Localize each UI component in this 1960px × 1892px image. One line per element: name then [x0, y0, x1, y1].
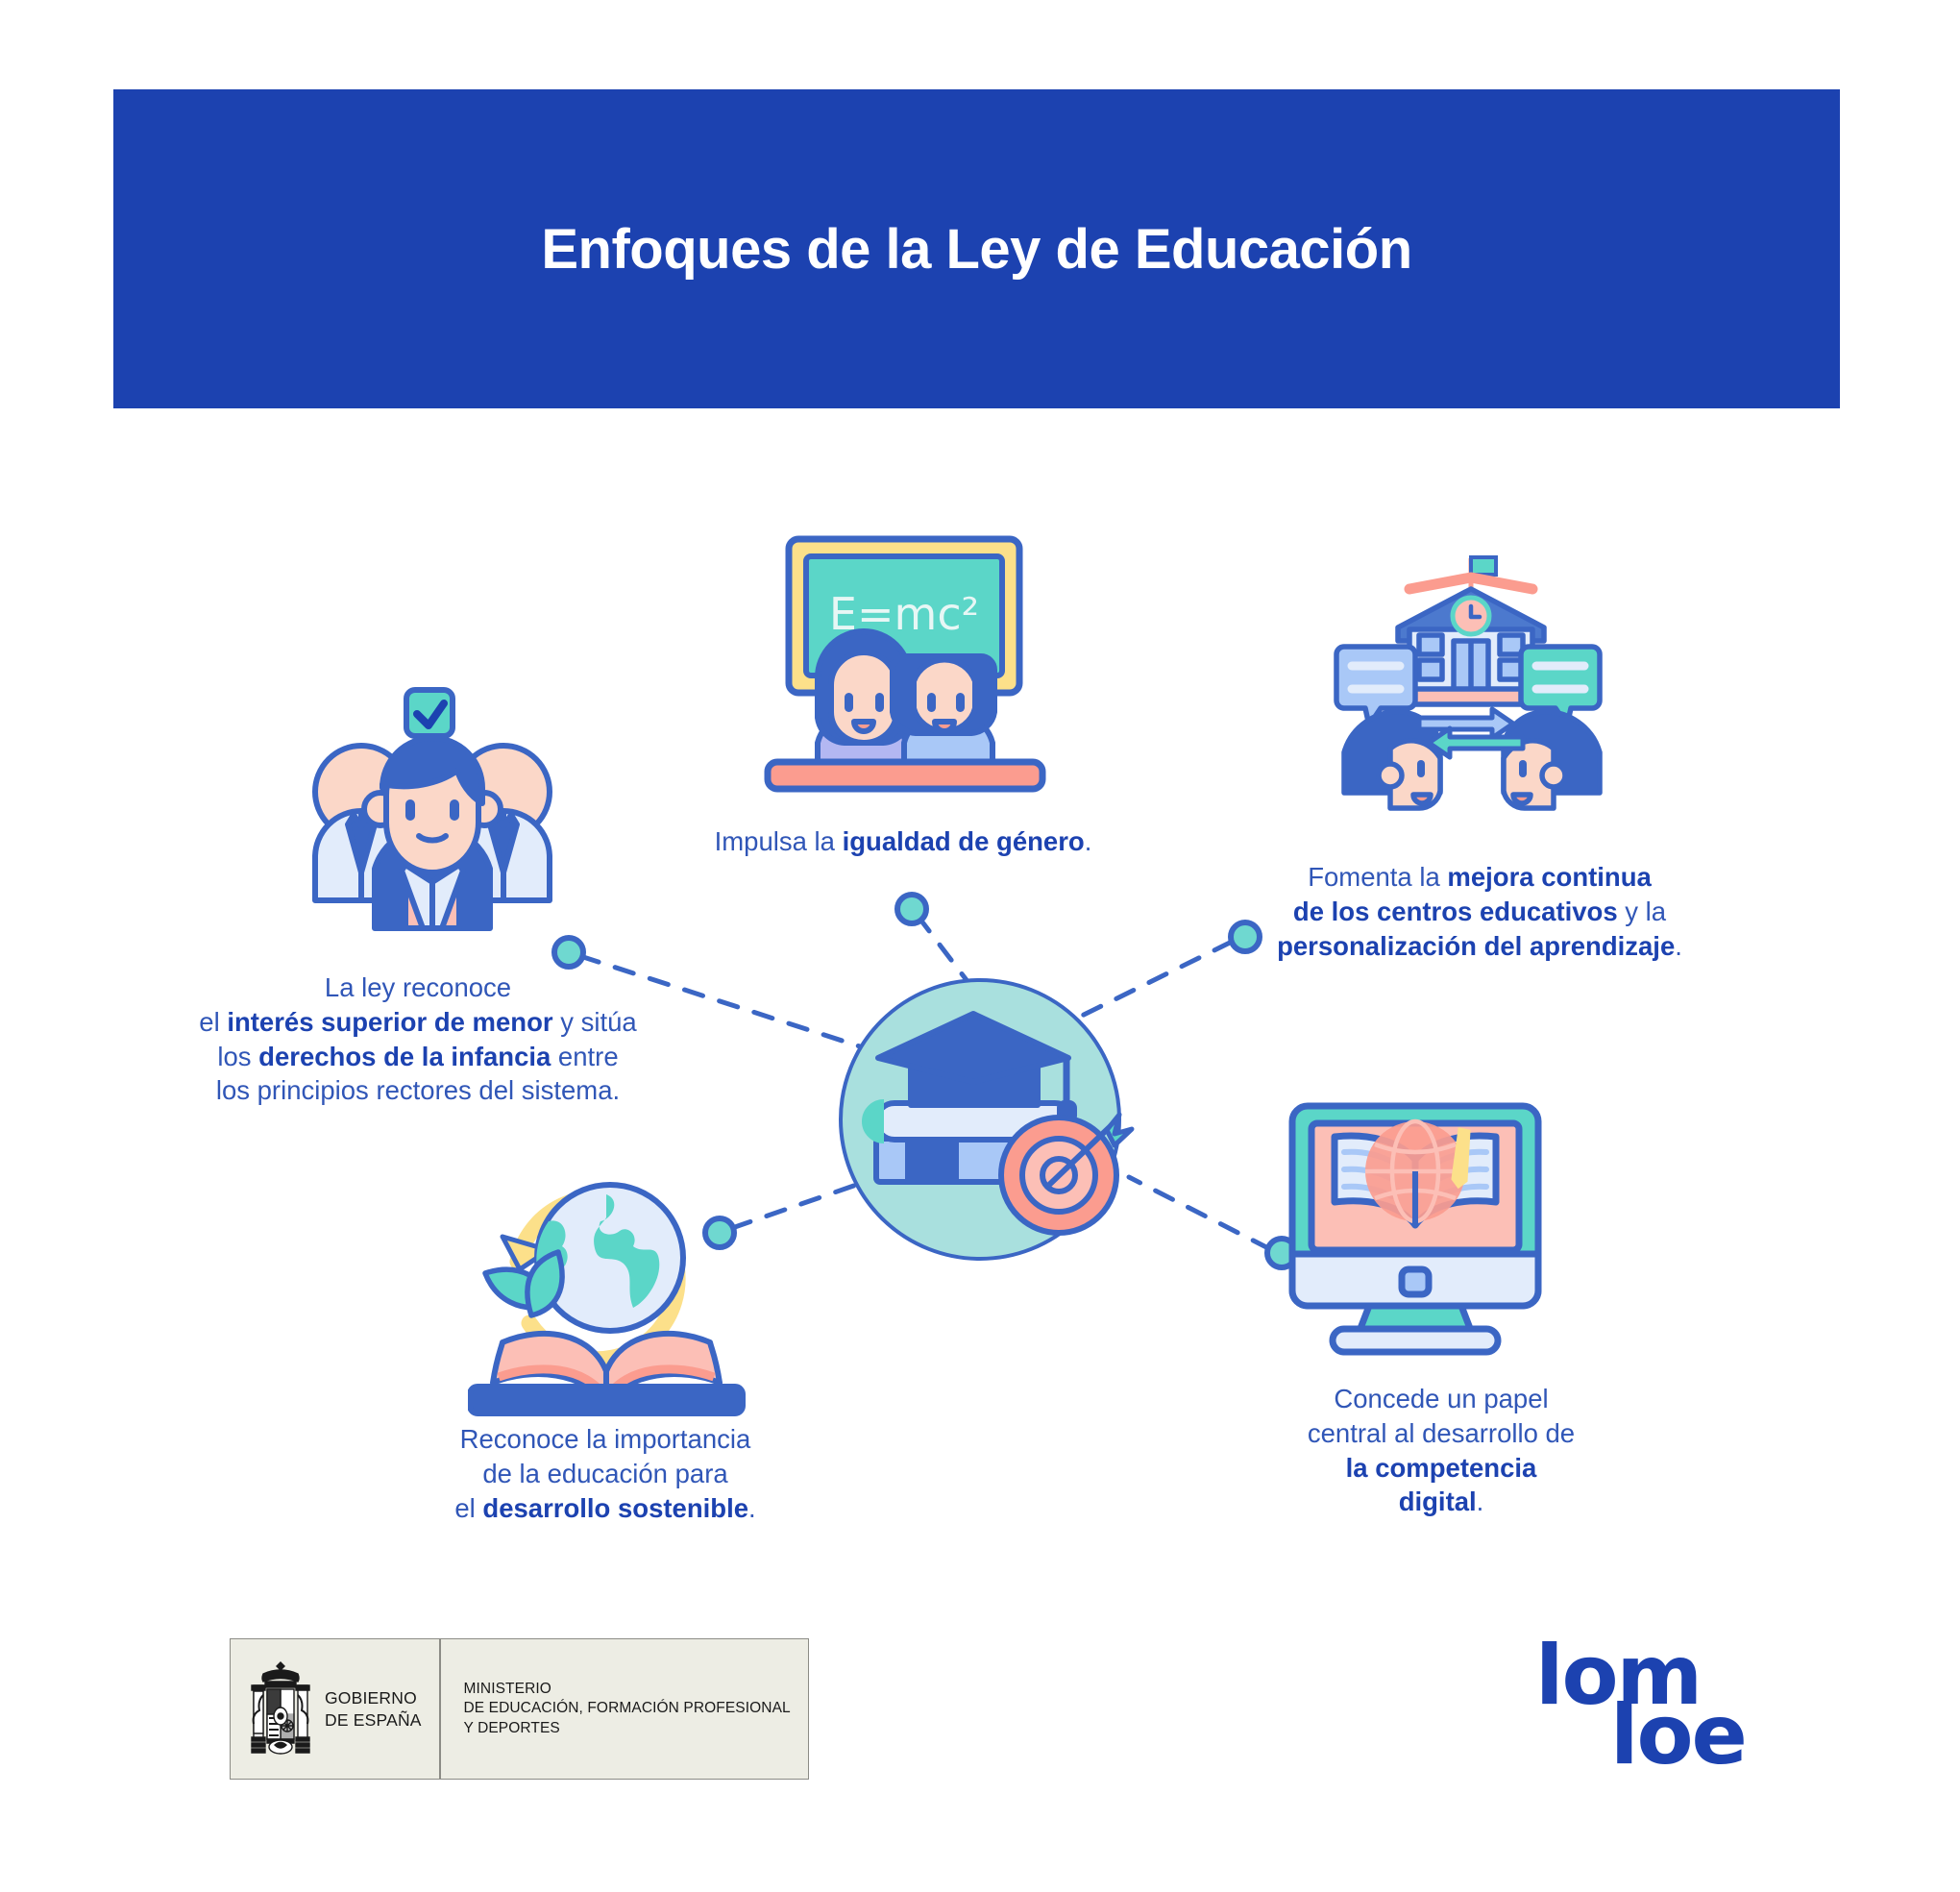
students-group-check-icon [298, 684, 576, 958]
school-dialogue-icon [1331, 553, 1619, 836]
caption-mejora-continua: Fomenta la mejora continua de los centro… [1277, 862, 1682, 961]
logo-divider [439, 1639, 441, 1779]
globe-leaf-book-icon [467, 1158, 747, 1427]
gobierno-de-espana-logo: GOBIERNO DE ESPAÑA MINISTERIO DE EDUCACI… [230, 1638, 809, 1780]
monitor-book-globe-icon [1285, 1100, 1554, 1364]
ministerio-block: MINISTERIO DE EDUCACIÓN, FORMACIÓN PROFE… [441, 1639, 809, 1779]
spain-coat-of-arms-icon [251, 1660, 310, 1755]
lomloe-part-lom: lom [1535, 1628, 1703, 1724]
lomloe-logo: lom loe [1535, 1628, 1785, 1787]
caption-competencia-digital: Concede un papel central al desarrollo d… [1307, 1384, 1576, 1517]
blackboard-students-icon: E=mc² [762, 533, 1050, 802]
caption-line: La ley reconoce [324, 972, 512, 1002]
caption-igualdad-genero: Impulsa la igualdad de género. [714, 826, 1092, 856]
education-hub-icon [826, 961, 1143, 1283]
caption-derechos-infancia: La ley reconoce el interés superior de m… [199, 972, 637, 1106]
gobierno-left: GOBIERNO DE ESPAÑA [231, 1639, 439, 1779]
page-title: Enfoques de la Ley de Educación [541, 217, 1412, 281]
gobierno-label: GOBIERNO DE ESPAÑA [325, 1688, 422, 1730]
ministerio-label: MINISTERIO DE EDUCACIÓN, FORMACIÓN PROFE… [463, 1681, 791, 1736]
lomloe-part-loe: loe [1610, 1687, 1748, 1783]
title-banner: Enfoques de la Ley de Educación [113, 89, 1840, 408]
caption-desarrollo-sostenible: Reconoce la importancia de la educación … [454, 1424, 756, 1523]
